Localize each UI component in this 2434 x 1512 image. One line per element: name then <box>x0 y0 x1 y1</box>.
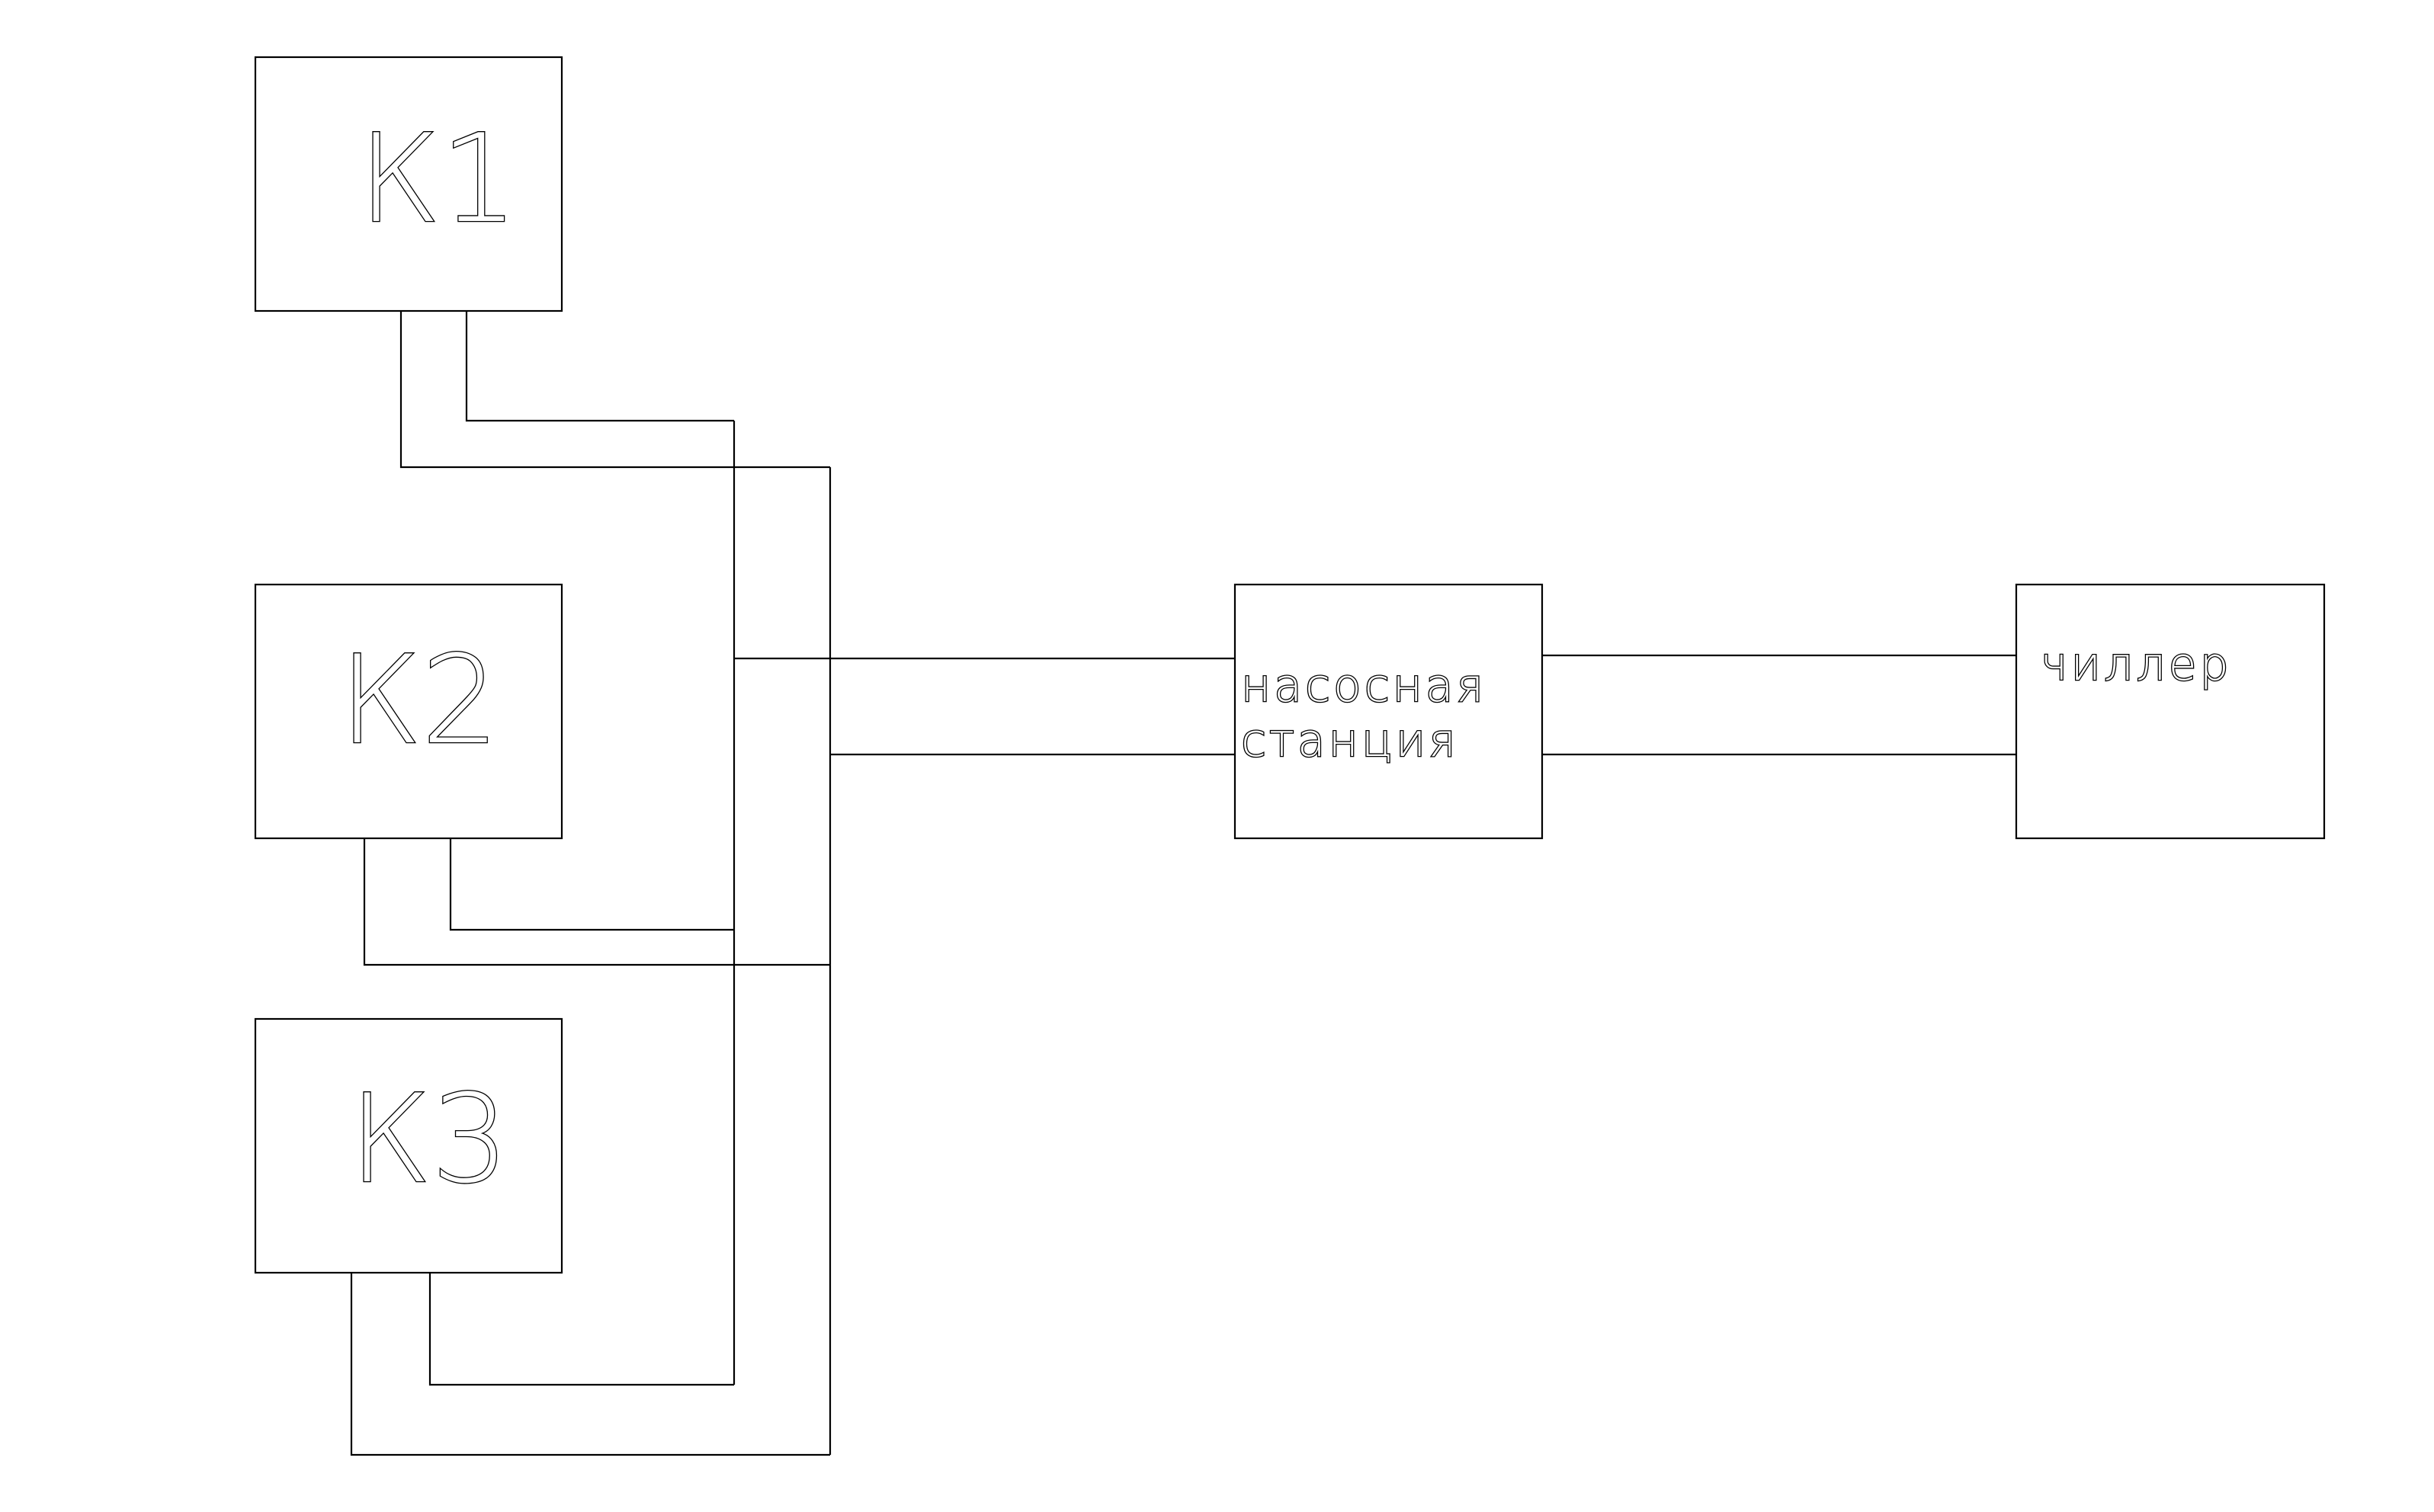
node-k1-box <box>254 56 563 312</box>
k1-return-pipe <box>399 311 830 469</box>
k3-return-pipe <box>350 1273 830 1456</box>
node-k3-box <box>254 1017 563 1274</box>
node-chiller-box <box>2015 583 2326 840</box>
k3-supply-pipe <box>428 1273 734 1386</box>
k2-supply-pipe <box>449 838 734 931</box>
node-k2: К2 <box>254 583 563 840</box>
node-chiller-label: чиллер <box>2041 638 2232 691</box>
node-k2-label: К2 <box>339 629 499 771</box>
node-k1-label: К1 <box>358 107 518 250</box>
node-k1: К1 <box>254 56 563 312</box>
node-pump-station-box <box>1233 583 1544 840</box>
node-k3: К3 <box>254 1017 563 1274</box>
node-k2-box <box>254 583 563 840</box>
k2-return-pipe <box>363 838 830 966</box>
node-chiller: чиллер <box>2015 583 2326 840</box>
node-pump-station-label-line2: станция <box>1241 714 1459 767</box>
k1-supply-pipe <box>465 311 734 422</box>
node-pump-station-label-line1: насосная <box>1241 659 1486 713</box>
node-k3-label: К3 <box>349 1068 509 1210</box>
node-pump-station: насосная станция <box>1233 583 1544 840</box>
